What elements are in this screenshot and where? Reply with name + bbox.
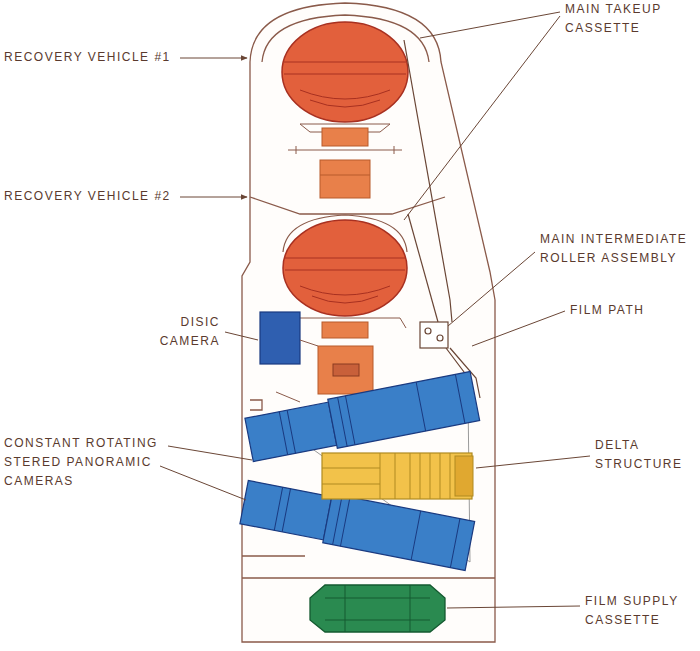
film-path <box>404 40 480 398</box>
takeup-cassette-1 <box>322 128 368 146</box>
leader-line <box>448 252 535 326</box>
part-label: RECOVERY VEHICLE #2 <box>4 187 171 206</box>
takeup-cassette-2 <box>322 322 368 338</box>
takeup-cassette-1 <box>282 22 408 122</box>
vehicle-housing <box>250 400 262 410</box>
disic-camera <box>300 340 318 346</box>
vehicle-housing <box>250 197 445 214</box>
takeup-cassette-1 <box>288 146 402 154</box>
takeup-cassette-1 <box>284 62 406 74</box>
vehicle-housing <box>242 3 495 642</box>
leader-line <box>420 12 560 38</box>
film-path <box>404 40 452 322</box>
part-label: MAIN TAKEUP CASSETTE <box>565 0 690 38</box>
takeup-cassette-2 <box>333 364 359 376</box>
leader-line <box>476 456 590 468</box>
delta-structure <box>322 453 450 499</box>
film-supply-cassette <box>310 585 445 632</box>
takeup-cassette-2 <box>283 220 407 316</box>
panoramic-camera <box>244 372 479 465</box>
leader-line <box>225 332 258 340</box>
vehicle-housing <box>242 3 495 642</box>
leader-line <box>447 606 580 608</box>
takeup-cassette-1 <box>320 175 370 176</box>
takeup-cassette-1 <box>300 90 390 107</box>
film-path <box>425 328 431 334</box>
disic-camera <box>260 312 318 364</box>
leader-line <box>168 446 252 460</box>
vehicle-housing <box>242 555 305 556</box>
leader-line <box>160 12 590 608</box>
part-label: FILM PATH <box>570 301 644 320</box>
disic-camera <box>260 312 300 364</box>
delta-structure <box>322 453 473 499</box>
takeup-cassette-2 <box>300 286 390 303</box>
takeup-cassette-2 <box>285 258 405 270</box>
part-label: MAIN INTERMEDIATE ROLLER ASSEMBLY <box>540 230 695 268</box>
takeup-cassette-1 <box>282 22 408 198</box>
part-label: DISIC CAMERA <box>150 313 220 351</box>
film-supply-cassette <box>325 585 430 632</box>
part-label: CONSTANT ROTATING STERED PANORAMIC CAMER… <box>4 434 174 491</box>
leader-line <box>472 311 565 346</box>
takeup-cassette-1 <box>320 160 370 198</box>
leader-line <box>404 16 560 220</box>
film-path <box>408 214 438 322</box>
delta-structure <box>455 456 473 496</box>
film-path <box>420 322 448 348</box>
part-label: RECOVERY VEHICLE #1 <box>4 48 171 67</box>
part-label: DELTA STRUCTURE <box>595 436 695 474</box>
leader-line <box>180 58 247 59</box>
leader-line <box>160 466 246 500</box>
film-path <box>437 335 443 341</box>
leader-line <box>180 197 247 198</box>
takeup-cassette-2 <box>318 346 373 394</box>
delta-structure <box>322 453 472 499</box>
vehicle-housing <box>242 577 495 578</box>
film-supply-cassette <box>310 585 445 632</box>
part-label: FILM SUPPLY CASSETTE <box>585 592 695 630</box>
panoramic-camera <box>279 374 465 457</box>
takeup-cassette-2 <box>276 215 410 402</box>
